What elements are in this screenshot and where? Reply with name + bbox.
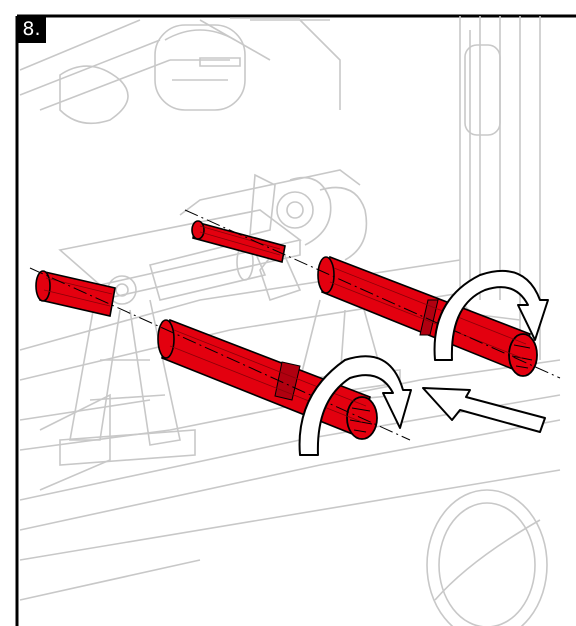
axis-lines	[29, 209, 561, 441]
spindle-back-left	[191, 220, 286, 263]
spindle-left	[35, 270, 116, 317]
insert-direction-arrow-icon	[422, 387, 546, 433]
rotate-clockwise-arrow-icon	[433, 269, 549, 361]
rotate-clockwise-arrow-icon	[298, 355, 412, 456]
step-number-badge: 8.	[17, 16, 46, 43]
